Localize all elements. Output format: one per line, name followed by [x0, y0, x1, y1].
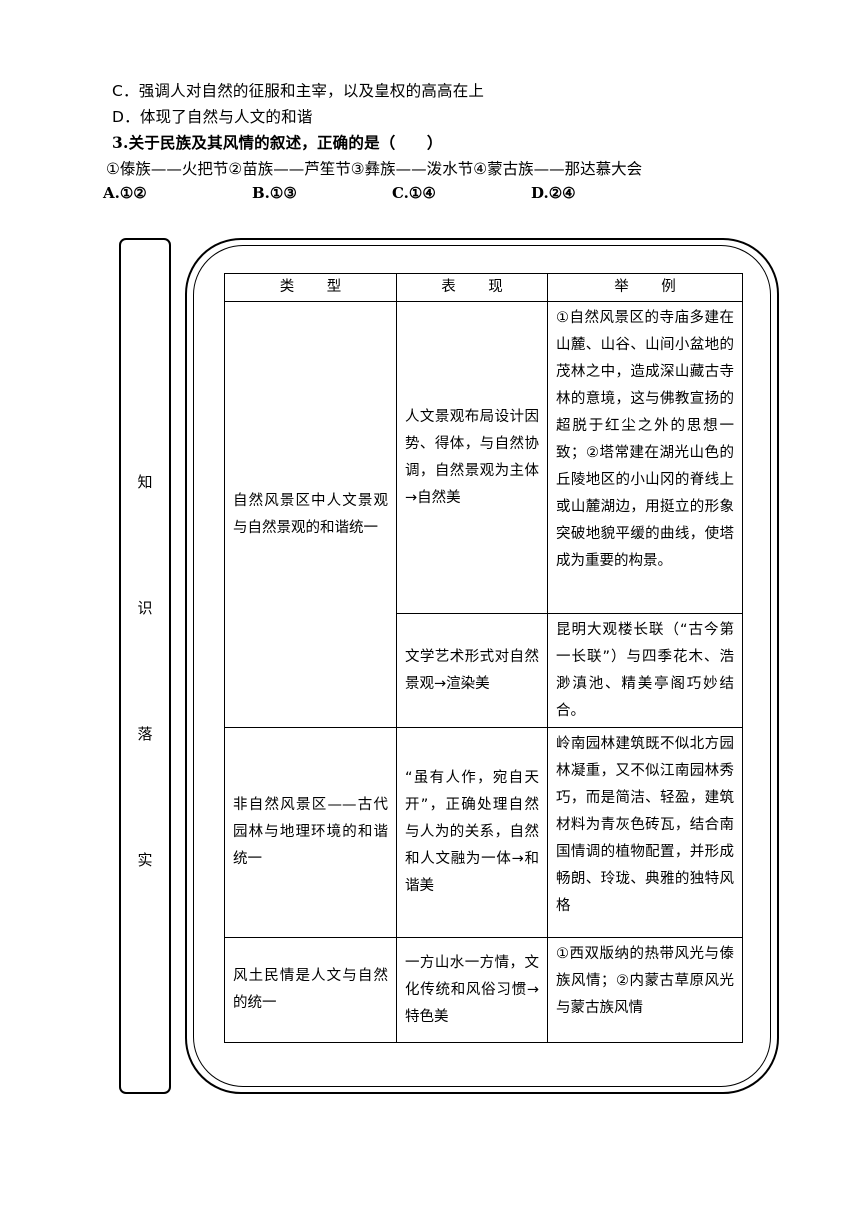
performance-cell: “虽有人作，宛自天开”，正确处理自然与人为的关系，自然和人文融为一体→和谐美 [396, 727, 548, 938]
example-cell: ①自然风景区的寺庙多建在山麓、山谷、山间小盆地的茂林之中，造成深山藏古寺林的意境… [547, 301, 743, 614]
column-header-example: 举 例 [547, 273, 743, 302]
performance-cell: 文学艺术形式对自然景观→渲染美 [396, 613, 548, 728]
question-3-items: ①傣族——火把节②苗族——芦笙节③彝族——泼水节④蒙古族——那达慕大会 [106, 160, 643, 178]
table-header-row: 类 型 表 现 举 例 [224, 273, 743, 302]
table-row: 自然风景区中人文景观与自然景观的和谐统一 人文景观布局设计因势、得体，与自然协调… [224, 301, 743, 728]
table-row: 非自然风景区——古代园林与地理环境的和谐统一 “虽有人作，宛自天开”，正确处理自… [224, 727, 743, 938]
type-cell: 风土民情是人文与自然的统一 [224, 937, 397, 1043]
column-header-type: 类 型 [224, 273, 397, 302]
option-c-answer: C.①④ [392, 184, 436, 202]
option-b: B.①③ [252, 184, 297, 202]
type-cell: 非自然风景区——古代园林与地理环境的和谐统一 [224, 727, 397, 938]
content-frame-outer [185, 238, 779, 1094]
performance-cell: 一方山水一方情，文化传统和风俗习惯→特色美 [396, 937, 548, 1043]
example-cell: 岭南园林建筑既不似北方园林凝重，又不似江南园林秀巧，而是简洁、轻盈，建筑材料为青… [547, 727, 743, 938]
table-row: 风土民情是人文与自然的统一 一方山水一方情，文化传统和风俗习惯→特色美 ①西双版… [224, 937, 743, 1043]
example-cell: 昆明大观楼长联（“古今第一长联”）与四季花木、浩渺滇池、精美亭阁巧妙结合。 [547, 613, 743, 728]
performance-cell: 人文景观布局设计因势、得体，与自然协调，自然景观为主体→自然美 [396, 301, 548, 614]
side-label-char: 识 [137, 599, 153, 617]
knowledge-table: 类 型 表 现 举 例 自然风景区中人文景观与自然景观的和谐统一 人文景观布局设… [224, 273, 743, 1043]
option-c: C．强调人对自然的征服和主宰，以及皇权的高高在上 [112, 82, 485, 100]
type-cell: 自然风景区中人文景观与自然景观的和谐统一 [224, 301, 397, 728]
option-d: D．体现了自然与人文的和谐 [112, 108, 313, 126]
option-d-answer: D.②④ [531, 184, 576, 202]
content-frame-inner [193, 245, 771, 1087]
column-header-performance: 表 现 [396, 273, 548, 302]
question-3-stem: 3.关于民族及其风情的叙述，正确的是（ ） [112, 133, 443, 152]
side-label-char: 知 [137, 473, 153, 491]
example-cell: ①西双版纳的热带风光与傣族风情；②内蒙古草原风光与蒙古族风情 [547, 937, 743, 1043]
option-a: A.①② [103, 184, 147, 202]
side-label-char: 落 [137, 725, 153, 743]
side-label-box: 知 识 落 实 [119, 238, 171, 1094]
side-label-char: 实 [137, 851, 153, 869]
